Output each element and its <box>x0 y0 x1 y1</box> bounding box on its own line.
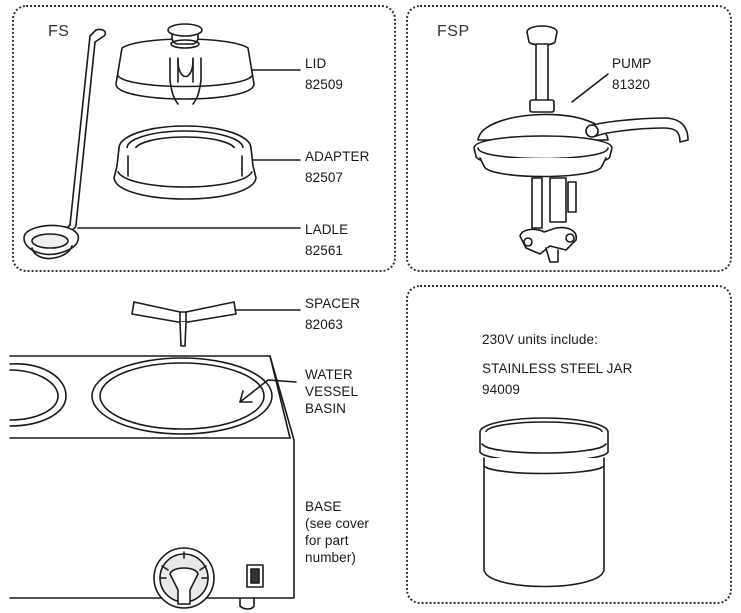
label-lid-name: LID <box>305 56 327 71</box>
label-spacer-part: 82063 <box>305 317 344 332</box>
label-ladle-part: 82561 <box>305 243 344 258</box>
adapter-drawing <box>113 125 257 200</box>
lid-drawing <box>115 23 255 105</box>
label-water-vessel-line2: VESSEL <box>305 384 359 399</box>
label-pump-part: 81320 <box>612 77 651 92</box>
leader-lines <box>77 69 609 403</box>
label-spacer: SPACER 82063 <box>305 295 360 333</box>
label-ladle-name: LADLE <box>305 222 349 237</box>
label-base-line2: (see cover <box>305 516 370 531</box>
label-jar-name: STAINLESS STEEL JAR <box>482 361 633 376</box>
label-base-line3: for part <box>305 533 349 548</box>
panel-fs-tag: FS <box>48 23 70 40</box>
panel-jar <box>406 285 732 604</box>
label-base-line1: BASE <box>305 499 342 514</box>
base-drawing <box>9 355 295 610</box>
pump-drawing <box>473 25 689 263</box>
label-base: BASE (see cover for part number) <box>305 498 369 566</box>
panel-fsp-tag: FSP <box>437 23 470 40</box>
ladle-drawing <box>23 28 107 260</box>
label-jar-part: 94009 <box>482 382 521 397</box>
label-water-vessel: WATER VESSEL BASIN <box>305 366 358 417</box>
label-adapter-name: ADAPTER <box>305 149 370 164</box>
label-adapter-part: 82507 <box>305 170 344 185</box>
label-jar: STAINLESS STEEL JAR 94009 <box>482 360 632 398</box>
label-lid: LID 82509 <box>305 55 343 93</box>
label-ladle: LADLE 82561 <box>305 221 348 259</box>
label-water-vessel-line3: BASIN <box>305 401 347 416</box>
label-jar-intro: 230V units include: <box>482 332 598 347</box>
label-spacer-name: SPACER <box>305 296 361 311</box>
spacer-drawing <box>131 301 237 347</box>
label-lid-part: 82509 <box>305 77 344 92</box>
label-pump: PUMP 81320 <box>612 55 651 93</box>
label-water-vessel-line1: WATER <box>305 367 353 382</box>
label-base-line4: number) <box>305 550 356 565</box>
panel-fs <box>12 5 396 272</box>
label-pump-name: PUMP <box>612 56 652 71</box>
panel-fsp <box>406 5 732 272</box>
label-adapter: ADAPTER 82507 <box>305 148 369 186</box>
jar-drawing <box>479 417 609 588</box>
